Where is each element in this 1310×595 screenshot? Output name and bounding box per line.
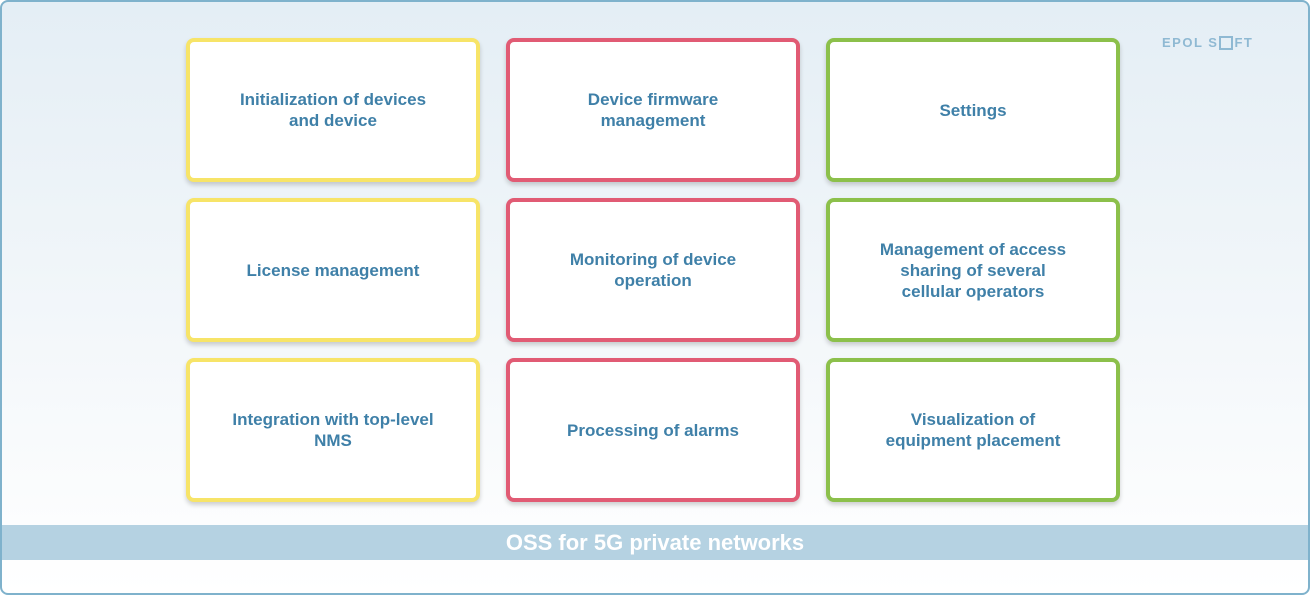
logo-square-icon [1219, 35, 1234, 50]
card-label: Initialization of devices and device [239, 90, 427, 130]
footer-title: OSS for 5G private networks [505, 529, 805, 555]
card-label: Integration with top-level NMS [232, 410, 434, 450]
card-label: Device firmware management [587, 90, 719, 130]
card-alarms: Processing of alarms [506, 358, 800, 502]
card-label: Visualization of equipment placement [885, 410, 1061, 450]
card-license-management: License management [186, 198, 480, 342]
card-monitoring: Monitoring of device operation [506, 198, 800, 342]
card-integration-nms: Integration with top-level NMS [186, 358, 480, 502]
card-label: License management [246, 260, 420, 280]
card-label: Management of access sharing of several … [879, 239, 1067, 301]
logo-text-right: FT [1234, 35, 1254, 50]
card-visualization: Visualization of equipment placement [826, 358, 1120, 502]
card-label: Settings [939, 100, 1007, 120]
card-initialization: Initialization of devices and device [186, 38, 480, 182]
company-logo: EPOL S FT [1162, 35, 1253, 50]
card-access-sharing: Management of access sharing of several … [826, 198, 1120, 342]
card-firmware-management: Device firmware management [506, 38, 800, 182]
card-label: Monitoring of device operation [569, 250, 737, 290]
footer-bar: OSS for 5G private networks [2, 525, 1308, 560]
card-label: Processing of alarms [567, 420, 739, 440]
card-settings: Settings [826, 38, 1120, 182]
logo-text-left: EPOL S [1162, 35, 1219, 50]
